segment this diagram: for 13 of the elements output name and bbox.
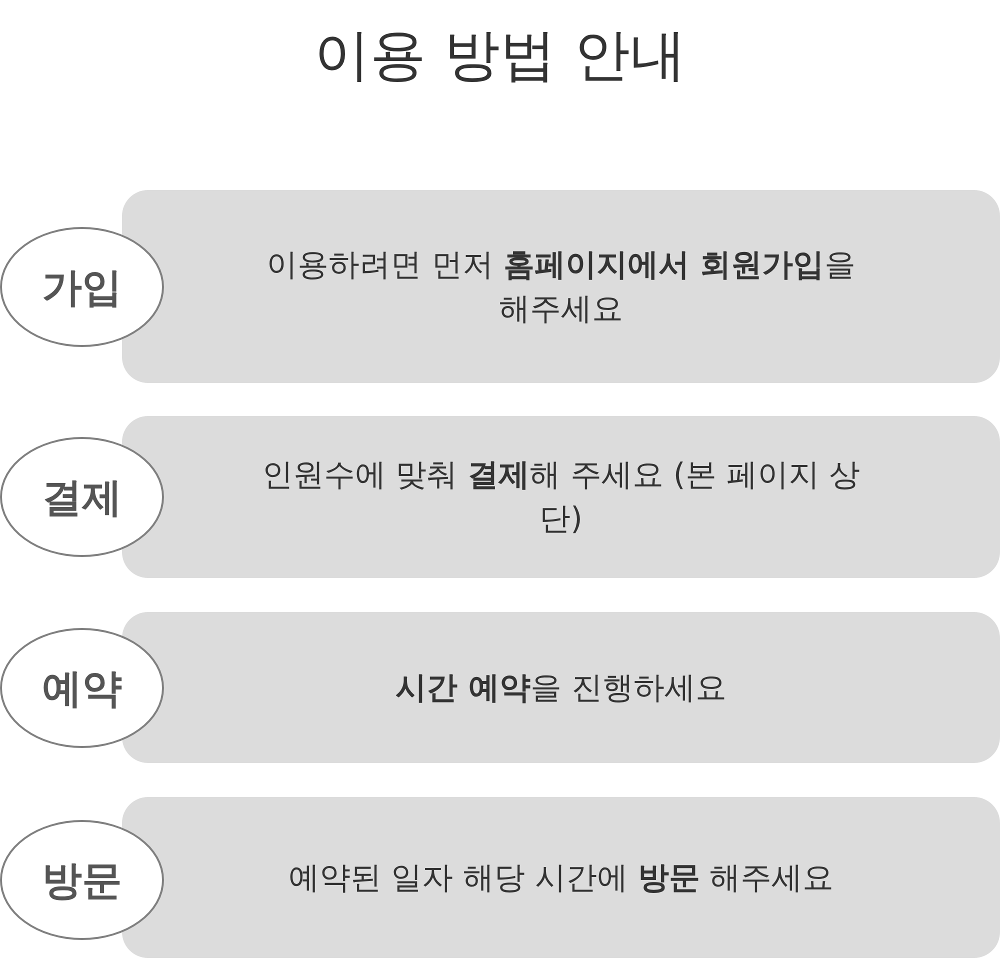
instruction-text: 이용하려면 먼저 홈페이지에서 회원가입을 해주세요 — [266, 246, 856, 328]
instruction-text: 예약된 일자 해당 시간에 방문 해주세요 — [287, 858, 835, 898]
step-box — [122, 612, 1000, 763]
step-box — [122, 797, 1000, 958]
step-box — [122, 190, 1000, 383]
step-ellipse: 결제 — [0, 437, 164, 557]
step-box — [122, 416, 1000, 578]
instruction-text: 인원수에 맞춰 결제해 주세요 (본 페이지 상단) — [260, 456, 862, 539]
step-ellipse: 가입 — [0, 227, 164, 347]
instruction-text: 시간 예약을 진행하세요 — [394, 668, 728, 708]
title: 이용 방법 안내 — [313, 22, 687, 90]
step-ellipse: 예약 — [0, 628, 164, 748]
step-ellipse: 방문 — [0, 820, 164, 940]
